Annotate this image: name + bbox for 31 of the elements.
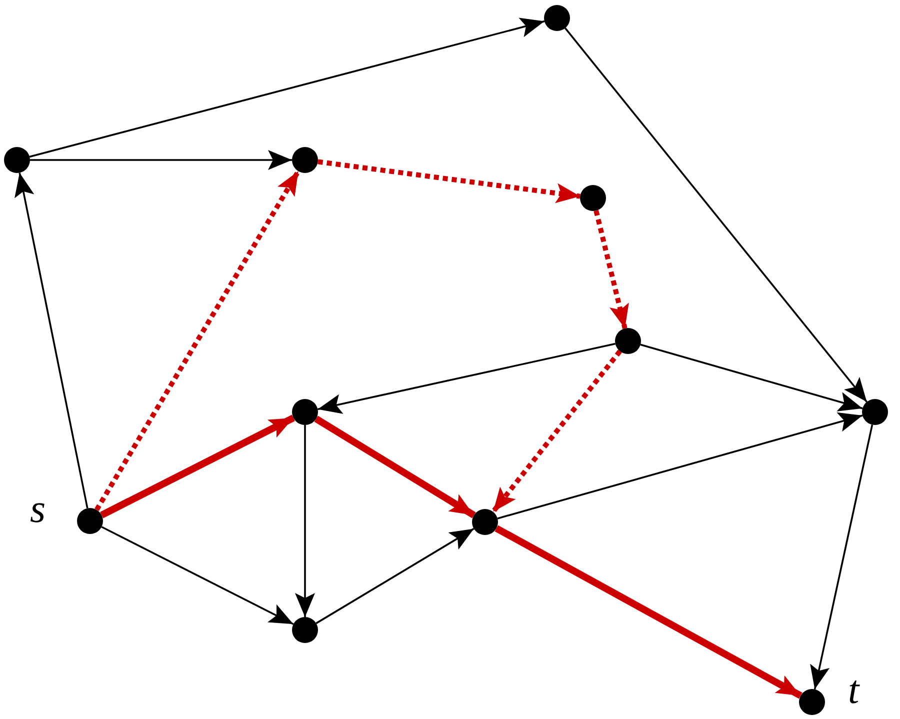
vertex-dot bbox=[580, 185, 606, 211]
arrow bbox=[94, 170, 300, 512]
arrow bbox=[594, 210, 629, 329]
arrow bbox=[14, 172, 88, 508]
vertex-dot bbox=[799, 689, 825, 715]
arrow bbox=[564, 28, 868, 402]
vertex-dot bbox=[862, 399, 888, 425]
arrow bbox=[318, 342, 616, 414]
vertex-dot bbox=[292, 147, 318, 173]
vertex-label: s bbox=[30, 489, 46, 529]
arrow bbox=[100, 414, 295, 518]
arrow bbox=[497, 412, 863, 520]
arrow bbox=[491, 350, 622, 514]
arrow bbox=[295, 425, 315, 617]
vertex-dot bbox=[472, 509, 498, 535]
vertex-dot bbox=[544, 5, 570, 31]
vertex-dot bbox=[615, 328, 641, 354]
vertex-dot bbox=[77, 508, 103, 534]
vertex-dot bbox=[292, 399, 318, 425]
arrow bbox=[101, 526, 294, 625]
arrow bbox=[640, 344, 863, 412]
arrow bbox=[316, 528, 474, 624]
arrow bbox=[810, 424, 874, 690]
vertex-dot bbox=[292, 617, 318, 643]
arrow bbox=[494, 525, 802, 699]
arrow bbox=[29, 18, 545, 158]
arrow bbox=[318, 159, 580, 204]
arrow bbox=[30, 150, 292, 170]
vertex-dot bbox=[4, 147, 30, 173]
arrow bbox=[314, 416, 476, 518]
vertex-label: t bbox=[848, 670, 860, 710]
